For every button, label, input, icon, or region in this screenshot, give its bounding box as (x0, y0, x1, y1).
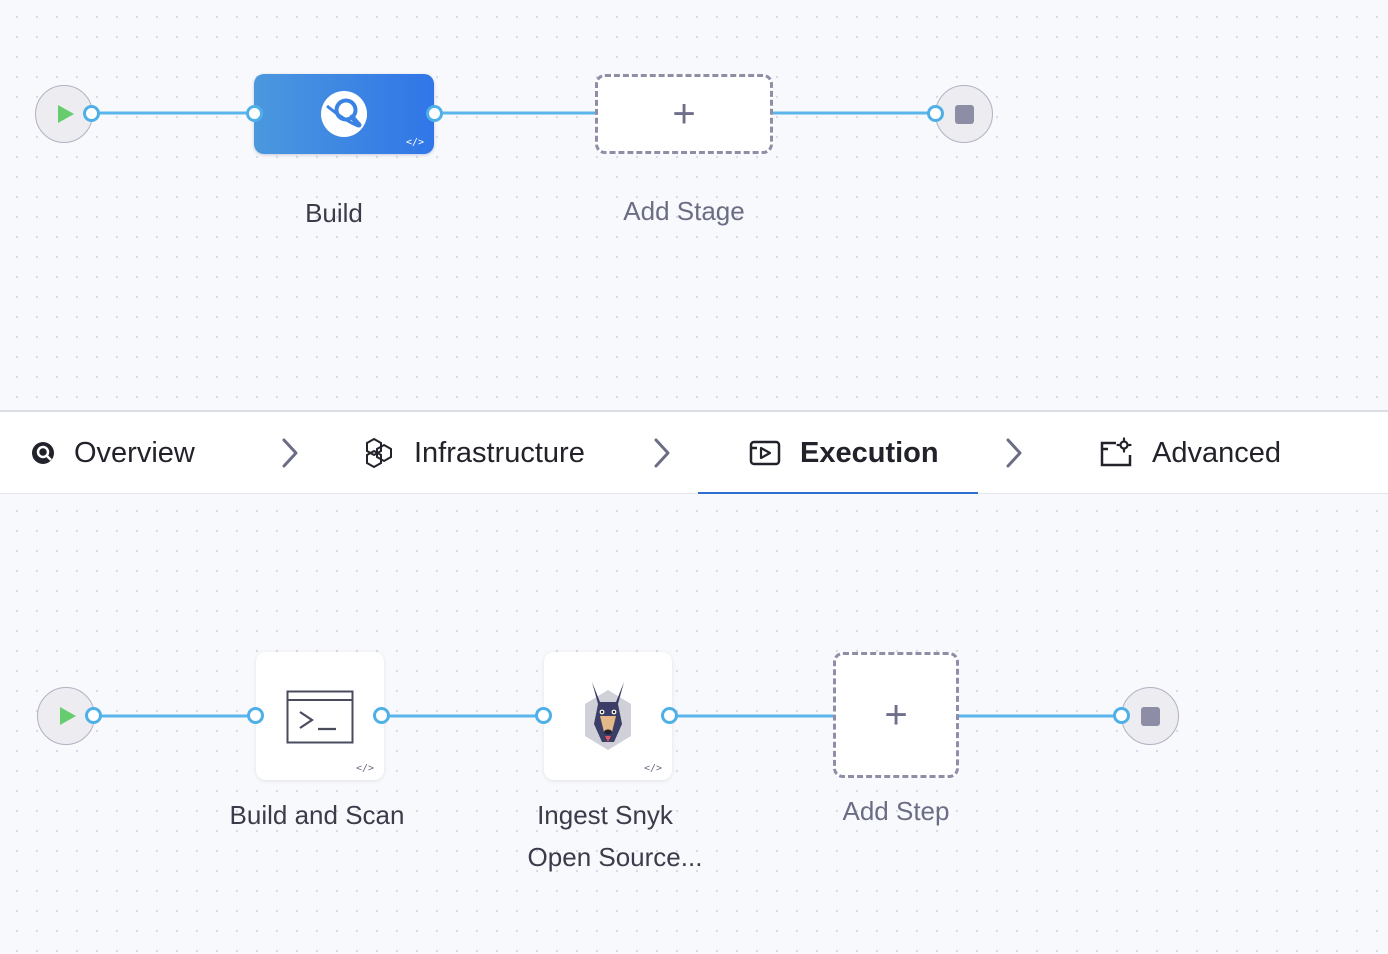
chevron-right-icon (282, 438, 298, 468)
build-and-scan-input-port[interactable] (247, 707, 264, 724)
stop-icon (954, 104, 974, 124)
execution-icon (749, 440, 781, 466)
tab-overview-label: Overview (74, 436, 195, 469)
ingest-snyk-input-port[interactable] (535, 707, 552, 724)
add-step-label: Add Step (842, 796, 950, 826)
add-stage-button[interactable]: + (595, 74, 773, 154)
code-badge: </> (355, 763, 374, 774)
ingest-snyk-label-line2: Open Source... (527, 842, 703, 872)
play-icon (60, 707, 76, 725)
ingest-snyk-step-node[interactable]: </> (544, 652, 672, 780)
execution-canvas[interactable]: </> Build and Scan </> Ingest Snyk Open … (0, 494, 1388, 954)
build-and-scan-step-node[interactable]: </> (256, 652, 384, 780)
add-stage-label: Add Stage (623, 196, 745, 226)
build-output-port[interactable] (426, 105, 443, 122)
stage-tab-bar: Overview Infrastructure Execution (0, 410, 1388, 496)
tab-execution[interactable]: Execution (748, 412, 939, 494)
build-stage-node[interactable]: </> (254, 74, 434, 154)
build-input-port[interactable] (246, 105, 263, 122)
tab-infrastructure[interactable]: Infrastructure (362, 412, 585, 494)
start-output-port[interactable] (83, 105, 100, 122)
pipeline-canvas[interactable]: </> Build + Add Stage (0, 0, 1388, 410)
tab-execution-label: Execution (800, 436, 939, 469)
play-icon (58, 105, 74, 123)
start-output-port[interactable] (85, 707, 102, 724)
code-badge: </> (643, 763, 662, 774)
plus-icon: + (672, 92, 696, 136)
end-input-port[interactable] (927, 105, 944, 122)
advanced-settings-icon (1100, 437, 1132, 467)
code-badge: </> (405, 137, 424, 148)
tab-infrastructure-label: Infrastructure (414, 436, 585, 469)
build-stage-label: Build (305, 198, 363, 228)
overview-icon (32, 442, 54, 464)
infrastructure-icon (366, 437, 392, 469)
end-input-port[interactable] (1113, 707, 1130, 724)
build-and-scan-label: Build and Scan (229, 800, 405, 830)
add-step-button[interactable]: + (833, 652, 959, 778)
terminal-icon (286, 690, 354, 744)
ingest-snyk-output-port[interactable] (661, 707, 678, 724)
execution-connectors (94, 714, 1122, 718)
snyk-dog-icon (585, 682, 631, 750)
plus-icon: + (884, 693, 908, 737)
tab-advanced-label: Advanced (1152, 436, 1281, 469)
stop-icon (1140, 706, 1160, 726)
pipeline-end-node (935, 85, 993, 143)
ingest-snyk-label-line1: Ingest Snyk (537, 800, 673, 830)
execution-end-node (1121, 687, 1179, 745)
chevron-right-icon (1006, 438, 1022, 468)
tab-overview[interactable]: Overview (30, 412, 195, 494)
tab-advanced[interactable]: Advanced (1098, 412, 1281, 494)
chevron-right-icon (654, 438, 670, 468)
build-and-scan-output-port[interactable] (373, 707, 390, 724)
pipeline-connectors (92, 111, 936, 115)
ci-build-icon (321, 91, 367, 137)
